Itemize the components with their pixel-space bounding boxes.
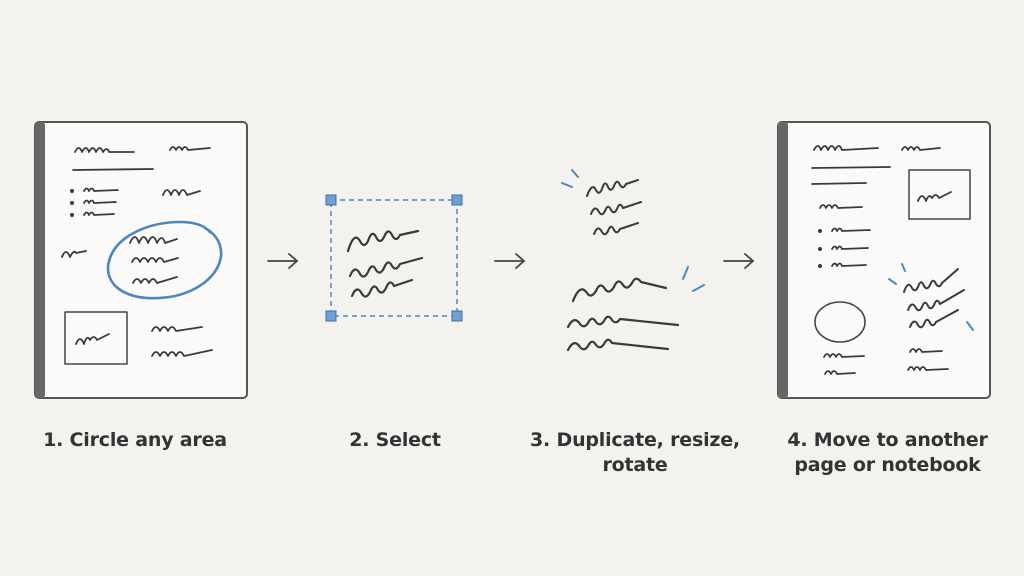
large-copy xyxy=(566,277,680,352)
circle-shape xyxy=(814,301,866,343)
small-copy xyxy=(586,179,642,236)
step-3-label-line-1: Duplicate, resize, xyxy=(556,429,741,451)
selection-handle xyxy=(451,194,463,206)
notebook-page-2 xyxy=(777,121,991,399)
step-4-number: 4. xyxy=(787,429,808,451)
step-4-label-line-2: page or notebook xyxy=(794,454,981,476)
selection-handle xyxy=(325,310,337,322)
step-1-number: 1. xyxy=(43,429,64,451)
step-2-caption: 2. Select xyxy=(325,428,465,453)
step-3-number: 3. xyxy=(530,429,551,451)
notebook-spine xyxy=(778,122,788,398)
selection-handle xyxy=(451,310,463,322)
step-3-caption: 3. Duplicate, resize, rotate xyxy=(520,428,750,478)
motion-ticks xyxy=(561,169,579,188)
step-1-caption: 1. Circle any area xyxy=(40,428,230,453)
step-2-label: Select xyxy=(375,429,441,451)
moved-handwriting xyxy=(903,268,965,329)
notebook-spine xyxy=(35,122,45,398)
duplicated-handwriting xyxy=(561,169,705,352)
motion-ticks xyxy=(682,266,705,292)
step-3-label-line-2: rotate xyxy=(602,454,668,476)
right-arrow-icon xyxy=(267,253,299,269)
selection-handle xyxy=(325,194,337,206)
step-2-number: 2. xyxy=(349,429,370,451)
handwriting-scribbles xyxy=(811,145,971,375)
right-arrow-icon xyxy=(723,253,755,269)
step-4-caption: 4. Move to another page or notebook xyxy=(775,428,1000,478)
selection-box xyxy=(325,194,463,322)
lasso-circle xyxy=(106,220,223,300)
notebook-page-1 xyxy=(34,121,248,399)
right-arrow-icon xyxy=(494,253,526,269)
motion-ticks xyxy=(888,263,974,331)
handwriting-scribbles xyxy=(61,146,213,365)
step-4-label-line-1: Move to another xyxy=(813,429,988,451)
step-1-label: Circle any area xyxy=(69,429,228,451)
selected-handwriting xyxy=(346,229,424,298)
